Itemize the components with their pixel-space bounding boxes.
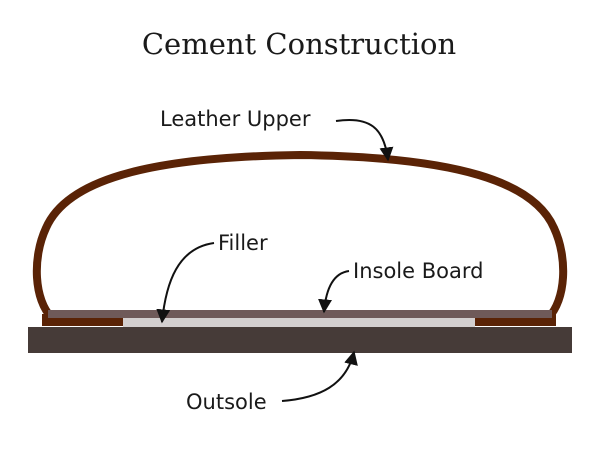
outsole-label: Outsole — [186, 390, 267, 414]
filler-label: Filler — [218, 231, 268, 255]
insole-board-shape — [48, 310, 552, 318]
leather-upper-shape — [32, 150, 568, 322]
leather-upper-label: Leather Upper — [160, 107, 311, 131]
insole-board-label: Insole Board — [353, 259, 483, 283]
leather-upper-arrow — [335, 119, 394, 162]
filler-shape — [123, 318, 475, 327]
outsole-shape — [28, 327, 572, 353]
insole-board-arrow — [318, 270, 350, 314]
diagram-title: Cement Construction — [142, 27, 456, 61]
filler-arrow — [156, 242, 215, 324]
outsole-arrow — [281, 350, 358, 402]
